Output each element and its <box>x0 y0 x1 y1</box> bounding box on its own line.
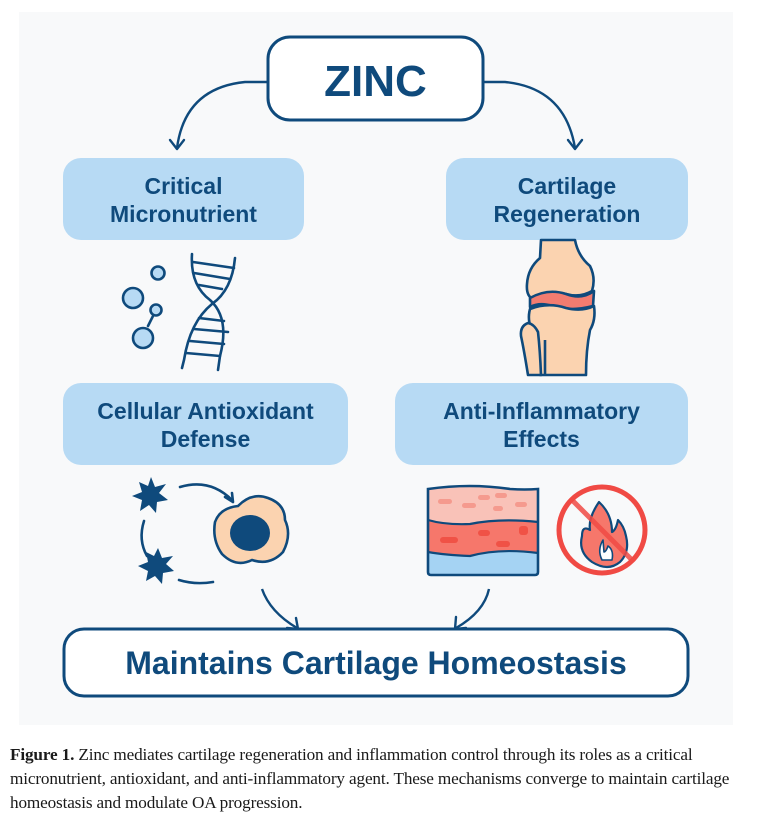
cell-nucleus <box>230 515 270 551</box>
mechanism-box-cartilage-regeneration: Cartilage Regeneration <box>446 158 688 240</box>
outcome-node: Maintains Cartilage Homeostasis <box>62 627 690 698</box>
arrowhead-right <box>566 138 584 151</box>
arrow-zinc-to-regeneration <box>483 80 577 149</box>
mechanism-label-line2: Defense <box>161 426 250 452</box>
mechanism-label-line1: Cellular Antioxidant <box>97 398 314 424</box>
mechanism-label-line1: Anti-Inflammatory <box>443 398 640 424</box>
free-radical-star-icon <box>138 548 174 584</box>
caption-label: Figure 1. <box>10 745 75 764</box>
mechanism-label-line2: Micronutrient <box>110 201 257 227</box>
mechanism-label-line1: Critical <box>145 173 223 199</box>
mechanism-label-line1: Cartilage <box>518 173 616 199</box>
arrow-antioxidant-to-homeostasis <box>260 588 298 630</box>
mechanism-label-line2: Effects <box>503 426 580 452</box>
arrow-inflammatory-to-homeostasis <box>455 588 491 630</box>
arrowhead-left <box>168 138 186 151</box>
tissue-layers-icon <box>426 484 540 577</box>
zinc-label: ZINC <box>324 57 427 106</box>
arrow-zinc-to-micronutrient <box>175 80 268 149</box>
tissue-no-fire-icon <box>426 484 648 577</box>
knee-joint-icon <box>519 238 596 377</box>
zinc-node: ZINC <box>266 35 485 122</box>
free-radical-star-icon <box>132 477 168 513</box>
mechanism-box-anti-inflammatory-effects: Anti-Inflammatory Effects <box>395 383 688 465</box>
no-fire-icon <box>556 484 648 576</box>
mechanism-box-critical-micronutrient: Critical Micronutrient <box>63 158 304 240</box>
mechanism-label-line2: Regeneration <box>494 201 641 227</box>
mechanism-box-cellular-antioxidant-defense: Cellular Antioxidant Defense <box>63 383 348 465</box>
outcome-label: Maintains Cartilage Homeostasis <box>125 645 626 681</box>
cell-free-radical-icon <box>132 477 290 585</box>
dna-molecule-icon <box>121 252 237 372</box>
figure-panel <box>19 12 733 725</box>
figure-caption: Figure 1. Zinc mediates cartilage regene… <box>10 743 770 815</box>
zinc-diagram: ZINC Critical Micronutrient Cartilage Re… <box>62 35 690 698</box>
caption-text: Zinc mediates cartilage regeneration and… <box>10 745 730 812</box>
